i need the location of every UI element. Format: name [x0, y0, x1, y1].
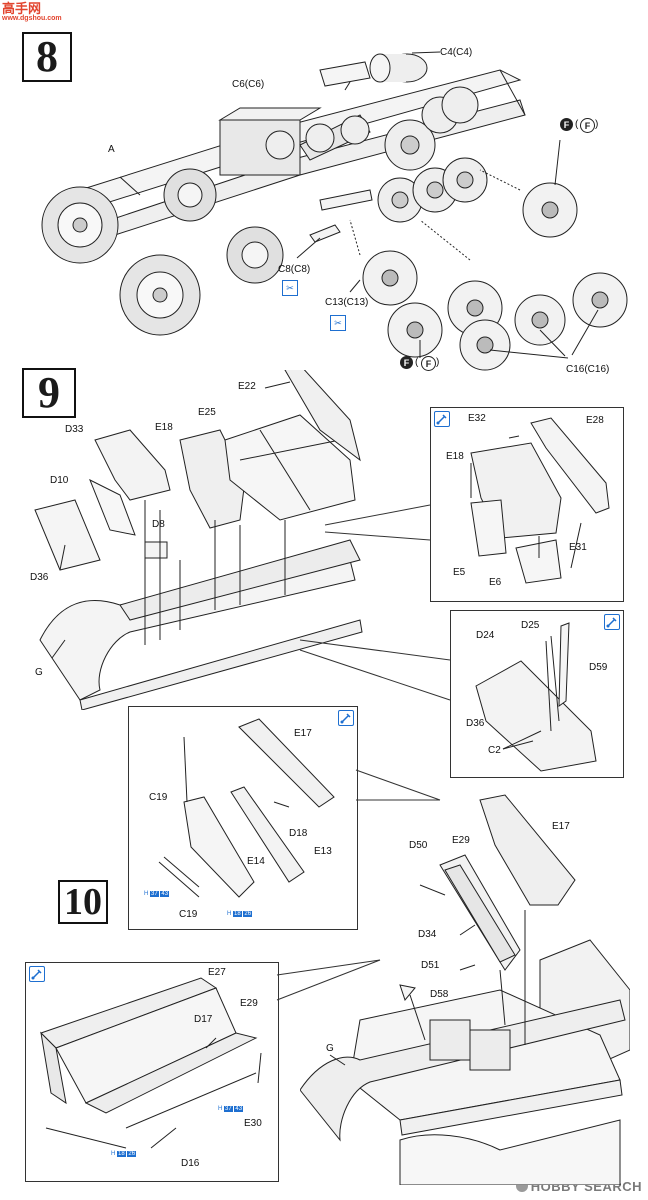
- inset-9a-drawing: [470, 417, 610, 584]
- part-label-d17: D17: [194, 1014, 213, 1025]
- part-label-e22: E22: [238, 381, 256, 392]
- part-label-d16: D16: [181, 1158, 200, 1169]
- part-label-c16: C16(C16): [566, 364, 610, 375]
- step-9-detail-inset-b: D24 D25 D59 D36 C2: [450, 610, 624, 778]
- part-label-e29: E29: [452, 835, 470, 846]
- part-label-d36: D36: [466, 718, 485, 729]
- part-label-d10: D10: [50, 475, 69, 486]
- part-label-c13: C13(C13): [325, 297, 369, 308]
- part-label-e32: E32: [468, 413, 486, 424]
- glue-icon: [434, 411, 450, 427]
- part-label-c19-bottom: C19: [179, 909, 198, 920]
- part-label-e25: E25: [198, 407, 216, 418]
- step-9-number: 9: [22, 368, 76, 418]
- step-10-body-drawing: [300, 794, 630, 1185]
- step-10-number: 10: [58, 880, 108, 924]
- part-label-e28: E28: [586, 415, 604, 426]
- watermark-url: www.dgshou.com: [2, 15, 62, 22]
- paren-close: ): [595, 119, 599, 130]
- part-label-d24: D24: [476, 630, 495, 641]
- glue-icon: [604, 614, 620, 630]
- paren-open: (: [415, 357, 419, 368]
- sprue-f-icon: F: [560, 118, 573, 131]
- inset-10a-drawing: [158, 718, 335, 898]
- part-label-e17: E17: [552, 821, 570, 832]
- part-label-e5: E5: [453, 567, 466, 578]
- part-label-d34: D34: [418, 929, 437, 940]
- part-label-d25: D25: [521, 620, 540, 631]
- part-label-e13: E13: [314, 846, 332, 857]
- step-10-detail-inset-b: E27 D17 E29 E30 D16 H 37 43 H 18 26: [25, 962, 279, 1182]
- paint-ref-1: H 37 43: [218, 1106, 244, 1112]
- part-label-d18: D18: [289, 828, 308, 839]
- step-9-body-drawing: [34, 370, 363, 710]
- part-label-e29: E29: [240, 998, 258, 1009]
- part-label-e17: E17: [294, 728, 312, 739]
- step-8-number: 8: [22, 32, 72, 82]
- part-label-e27: E27: [208, 967, 226, 978]
- part-label-c6: C6(C6): [232, 79, 265, 90]
- part-label-d33: D33: [65, 424, 84, 435]
- step-8-chassis-drawing: [41, 51, 628, 371]
- paren-open: (: [575, 119, 579, 130]
- paren-close: ): [436, 357, 440, 368]
- watermark-top: 高手网 www.dgshou.com: [2, 2, 62, 22]
- part-label-c8: C8(C8): [278, 264, 311, 275]
- part-label-d8: D8: [152, 519, 165, 530]
- part-label-e6: E6: [489, 577, 502, 588]
- part-label-d58: D58: [430, 989, 449, 1000]
- part-label-a: A: [108, 144, 115, 155]
- part-label-g: G: [326, 1043, 334, 1054]
- part-label-c2: C2: [488, 745, 501, 756]
- watermark-brand: 高手网: [2, 1, 42, 16]
- part-label-e18: E18: [446, 451, 464, 462]
- part-label-e18: E18: [155, 422, 173, 433]
- part-label-c19-top: C19: [149, 792, 168, 803]
- inset-9b-drawing: [475, 622, 597, 772]
- part-label-d36: D36: [30, 572, 49, 583]
- part-label-e31: E31: [569, 542, 587, 553]
- part-label-g: G: [35, 667, 43, 678]
- cut-off-icon: ✂: [282, 280, 298, 296]
- sprue-f-icon: F: [421, 356, 436, 371]
- cut-off-icon: ✂: [330, 315, 346, 331]
- paint-ref-2: H 18 26: [111, 1151, 137, 1157]
- paint-ref-2: H 18 26: [227, 911, 253, 917]
- inset-10b-drawing: [40, 977, 262, 1149]
- step-9-detail-inset-a: E32 E28 E18 E5 E6 E31: [430, 407, 624, 602]
- sprue-f-icon: F: [580, 118, 595, 133]
- paint-ref-1: H 37 43: [144, 891, 170, 897]
- part-label-d50: D50: [409, 840, 428, 851]
- part-label-e14: E14: [247, 856, 265, 867]
- part-label-e30: E30: [244, 1118, 262, 1129]
- part-label-c4: C4(C4): [440, 47, 473, 58]
- part-label-d59: D59: [589, 662, 608, 673]
- glue-icon: [338, 710, 354, 726]
- sprue-f-icon: F: [400, 356, 413, 369]
- step-10-detail-inset-a: E17 C19 D18 E14 E13 C19 H 37 43 H 18 26: [128, 706, 358, 930]
- glue-icon: [29, 966, 45, 982]
- part-label-d51: D51: [421, 960, 440, 971]
